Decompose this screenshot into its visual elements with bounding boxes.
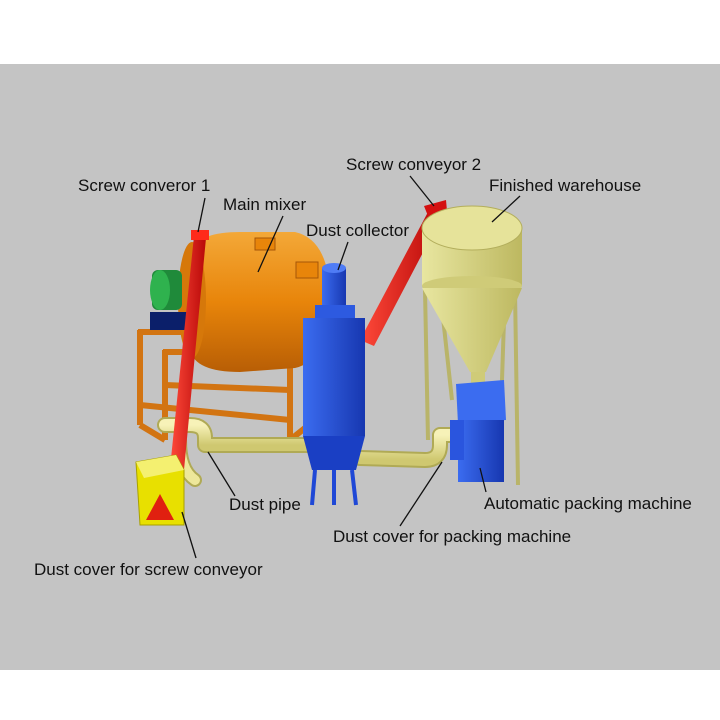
label-dust-collector: Dust collector xyxy=(306,221,409,240)
label-finished-warehouse: Finished warehouse xyxy=(489,176,642,195)
label-automatic-packing-machine: Automatic packing machine xyxy=(484,494,692,513)
label-dust-cover-packing-machine: Dust cover for packing machine xyxy=(333,527,572,546)
finished-warehouse xyxy=(421,205,523,486)
dust-cover-screw-conveyor xyxy=(135,454,185,526)
label-dust-cover-screw-conveyor: Dust cover for screw conveyor xyxy=(34,560,263,579)
label-screw-conveyor-1: Screw converor 1 xyxy=(78,176,211,195)
automatic-packing-machine xyxy=(450,380,506,482)
label-screw-conveyor-2: Screw conveyor 2 xyxy=(346,155,482,174)
screw-conveyor-1 xyxy=(170,230,209,470)
mixer-motor xyxy=(150,270,190,330)
label-main-mixer: Main mixer xyxy=(223,195,307,214)
label-dust-pipe: Dust pipe xyxy=(229,495,301,514)
dust-collector xyxy=(303,263,365,506)
